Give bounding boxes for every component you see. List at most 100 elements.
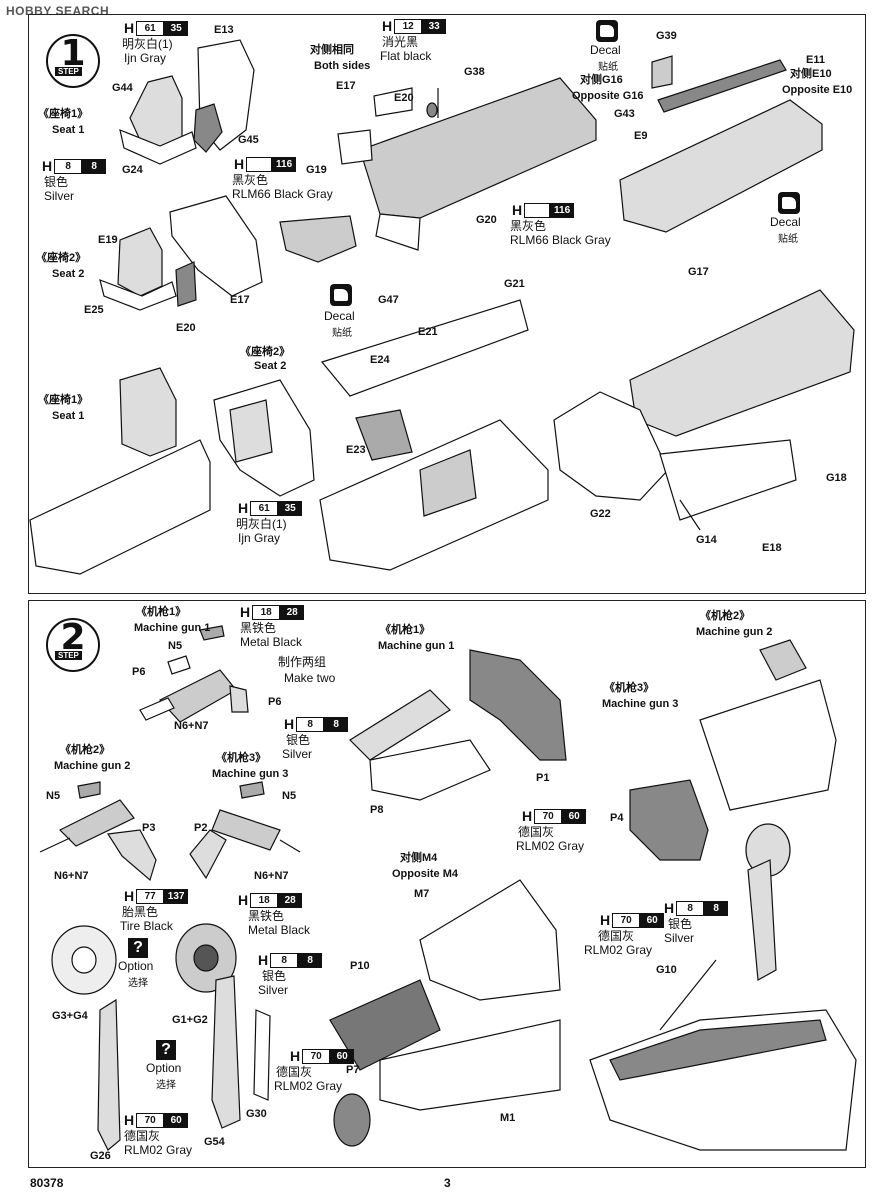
part-e23: E21 xyxy=(418,326,438,338)
part-p2: P2 xyxy=(194,822,208,834)
opposite-g16-cn: 对侧G16 xyxy=(580,74,623,86)
decal-icon xyxy=(596,20,618,42)
part-g1-g2: G1+G2 xyxy=(172,1014,208,1026)
part-e19: E19 xyxy=(98,234,118,246)
machine-gun-3-drawing xyxy=(189,781,301,880)
paint-cn-silver-right: 银色 xyxy=(668,917,693,931)
seat2-drawing xyxy=(99,195,263,311)
paint-cn-ijn-top: 明灰白(1) xyxy=(122,37,173,51)
paint-cn-rlm02-m4: 德国灰 xyxy=(598,929,635,943)
decal-en-top: Decal xyxy=(590,43,621,57)
part-g17: G43 xyxy=(614,108,635,120)
fuselage-center-drawing xyxy=(329,879,561,1147)
cockpit-assembly-middle xyxy=(319,299,549,571)
option1-en: Option xyxy=(118,959,154,973)
step-1-panel xyxy=(28,14,866,594)
option2-en: Option xyxy=(146,1061,182,1075)
paint-cn-metal-black-top: 黑铁色 xyxy=(240,621,277,635)
part-n6-n7: N6+N7 xyxy=(254,870,289,882)
paint-chip-tire-black: H 77 137 xyxy=(124,888,189,904)
page-number: 3 xyxy=(444,1176,451,1190)
part-g18: E23 xyxy=(346,444,366,456)
part-n5: N5 xyxy=(46,790,61,802)
part-e24: G21 xyxy=(504,278,525,290)
step-2-panel xyxy=(28,600,866,1168)
mg2-right-en: Machine gun 2 xyxy=(696,626,773,638)
paint-cn-silver-gear: 银色 xyxy=(262,969,287,983)
part-g19: E20 xyxy=(394,92,414,104)
machine-gun-1-drawing xyxy=(139,625,249,723)
part-e21: G47 xyxy=(378,294,399,306)
part-g13: E18 xyxy=(762,542,782,554)
part-g20: G38 xyxy=(464,66,485,78)
part-e20: E20 xyxy=(176,322,196,334)
gun-bay-drawing xyxy=(349,649,567,801)
paint-chip-rlm02-p10: H 70 60 xyxy=(290,1048,355,1064)
mg1-top-cn: 《机枪1》 xyxy=(136,606,187,618)
seat2-mid-en: Seat 2 xyxy=(52,268,85,280)
paint-chip-rlm02-p4: H 70 60 xyxy=(522,808,587,824)
part-p8: P8 xyxy=(370,804,384,816)
paint-chip-black-gray-cockpit: H 116 xyxy=(512,202,575,218)
cockpit-assembly-right xyxy=(553,289,855,531)
both-sides-cn: 对侧相同 xyxy=(310,44,354,56)
part-g10: G10 xyxy=(656,964,677,976)
paint-cn-silver-gun: 银色 xyxy=(286,733,311,747)
mg2-left-en: Machine gun 2 xyxy=(54,760,131,772)
paint-en-flat-black: Flat black xyxy=(380,49,432,63)
seat2-bottom-cn: 《座椅2》 xyxy=(240,346,291,358)
part-p10: P10 xyxy=(350,960,370,972)
paint-cn-metal-black-wheel: 黑铁色 xyxy=(248,909,285,923)
paint-chip-silver-right: H 8 8 xyxy=(664,900,729,916)
both-sides-en: Both sides xyxy=(314,60,371,72)
mg3-right-en: Machine gun 3 xyxy=(602,698,679,710)
part-g22: E24 xyxy=(370,354,390,366)
option1-cn: 选择 xyxy=(128,978,148,989)
part-g3-g4: G3+G4 xyxy=(52,1010,88,1022)
part-p3: P3 xyxy=(142,822,156,834)
paint-chip-silver-top: H 8 8 xyxy=(42,158,107,174)
part-n5: N5 xyxy=(168,640,183,652)
part-n5: N5 xyxy=(282,790,297,802)
paint-chip-flat-black: H 12 33 xyxy=(382,18,447,34)
paint-cn-flat-black: 消光黑 xyxy=(382,35,419,49)
paint-chip-metal-black-top: H 18 28 xyxy=(240,604,305,620)
part-e13: E13 xyxy=(214,24,234,36)
part-m1: M1 xyxy=(500,1112,516,1124)
paint-chip-silver-gear: H 8 8 xyxy=(258,952,323,968)
cockpit-tub-1 xyxy=(337,77,597,251)
part-g24: G24 xyxy=(122,164,143,176)
mg2-right-cn: 《机枪2》 xyxy=(700,610,751,622)
part-g43: G39 xyxy=(656,30,677,42)
paint-chip-black-gray-seat: H 116 xyxy=(234,156,297,172)
part-e11: G20 xyxy=(476,214,497,226)
part-p6: P6 xyxy=(132,666,146,678)
part-g45: G45 xyxy=(238,134,259,146)
paint-cn-rlm02-p10: 德国灰 xyxy=(276,1065,313,1079)
part-n6-n7: N6+N7 xyxy=(174,720,209,732)
part-e18: G18 xyxy=(826,472,847,484)
paint-en-rlm02-m4: RLM02 Gray xyxy=(584,943,653,957)
paint-en-silver-gun: Silver xyxy=(282,747,313,761)
seat1-top-cn: 《座椅1》 xyxy=(38,108,89,120)
step-1-badge: 1 STEP xyxy=(46,33,100,88)
make-two-en: Make two xyxy=(284,671,336,685)
part-g47: E9 xyxy=(634,130,648,142)
paint-en-silver-right: Silver xyxy=(664,931,695,945)
part-g30: G30 xyxy=(246,1108,267,1120)
paint-en-metal-black-wheel: Metal Black xyxy=(248,923,311,937)
seat1-drawing xyxy=(119,39,255,165)
decal-en-right: Decal xyxy=(770,215,801,229)
part-g26: G26 xyxy=(90,1150,111,1162)
option2-cn: 选择 xyxy=(156,1080,176,1091)
opposite-m4-en: Opposite M4 xyxy=(392,868,459,880)
decal-icon xyxy=(330,284,352,306)
part-g54: G54 xyxy=(204,1136,225,1148)
paint-cn-black-gray-cockpit: 黑灰色 xyxy=(510,219,547,233)
paint-en-metal-black-top: Metal Black xyxy=(240,635,303,649)
part-n6-n7: N6+N7 xyxy=(54,870,89,882)
paint-cn-rlm02-p4: 德国灰 xyxy=(518,825,555,839)
mg2-left-cn: 《机枪2》 xyxy=(60,744,111,756)
mg1-mid-cn: 《机枪1》 xyxy=(380,624,431,636)
